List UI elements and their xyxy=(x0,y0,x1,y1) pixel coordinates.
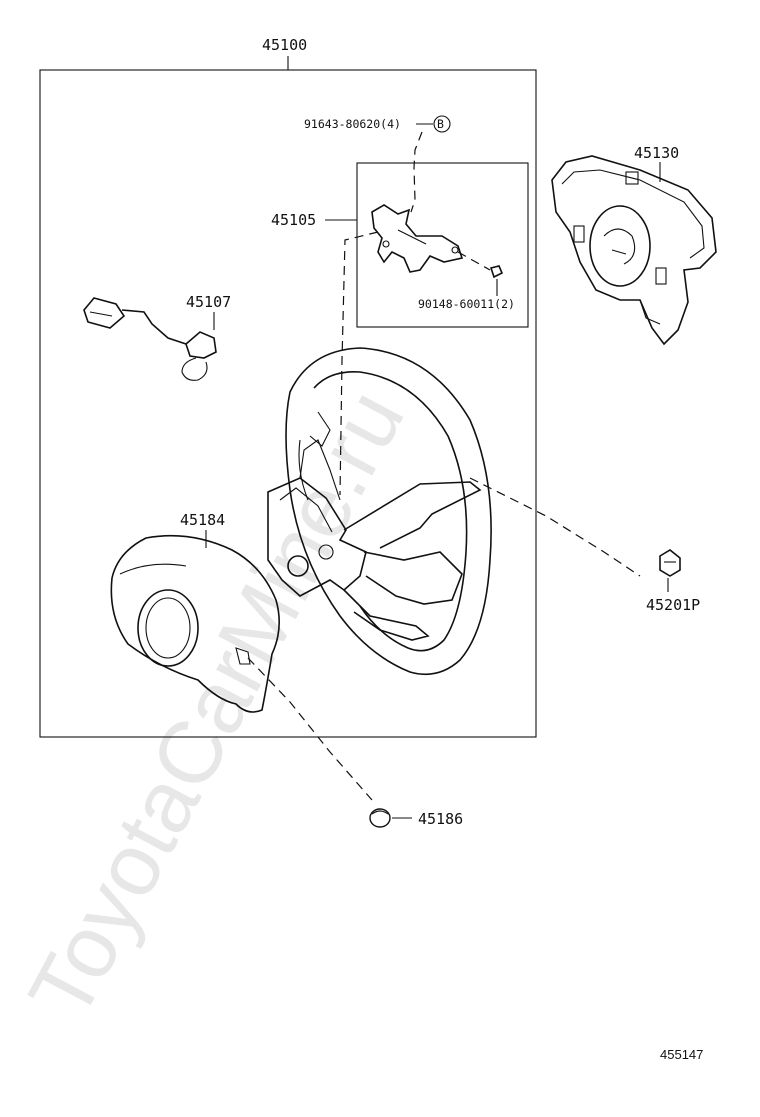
assembly-box-45100 xyxy=(39,56,537,738)
steering-cover-45184-icon xyxy=(110,534,280,713)
label-45186: 45186 xyxy=(418,810,463,828)
label-45105: 45105 xyxy=(271,211,316,229)
label-45184: 45184 xyxy=(180,511,225,529)
horn-pad-45130-icon xyxy=(551,155,717,346)
label-45201p: 45201P xyxy=(646,596,700,614)
reference-number: 455147 xyxy=(660,1047,703,1062)
label-45107: 45107 xyxy=(186,293,231,311)
plug-45186-icon xyxy=(369,808,391,828)
watermark-text: ToyotaCarMine.ru xyxy=(9,374,422,1034)
label-screw-91643: 91643-80620(4) xyxy=(304,117,401,131)
steering-wheel-icon xyxy=(267,347,492,676)
circled-marker-icon xyxy=(433,115,451,133)
label-45130: 45130 xyxy=(634,144,679,162)
label-screw-90148: 90148-60011(2) xyxy=(418,297,515,311)
wire-harness-45107-icon xyxy=(83,297,217,381)
screw-90148-icon xyxy=(457,251,504,279)
label-45100: 45100 xyxy=(262,36,307,54)
bracket-45105-icon xyxy=(371,204,464,273)
nut-45201p-icon xyxy=(659,549,681,577)
marker-b: B xyxy=(437,117,444,131)
bracket-sub-box xyxy=(356,162,529,328)
